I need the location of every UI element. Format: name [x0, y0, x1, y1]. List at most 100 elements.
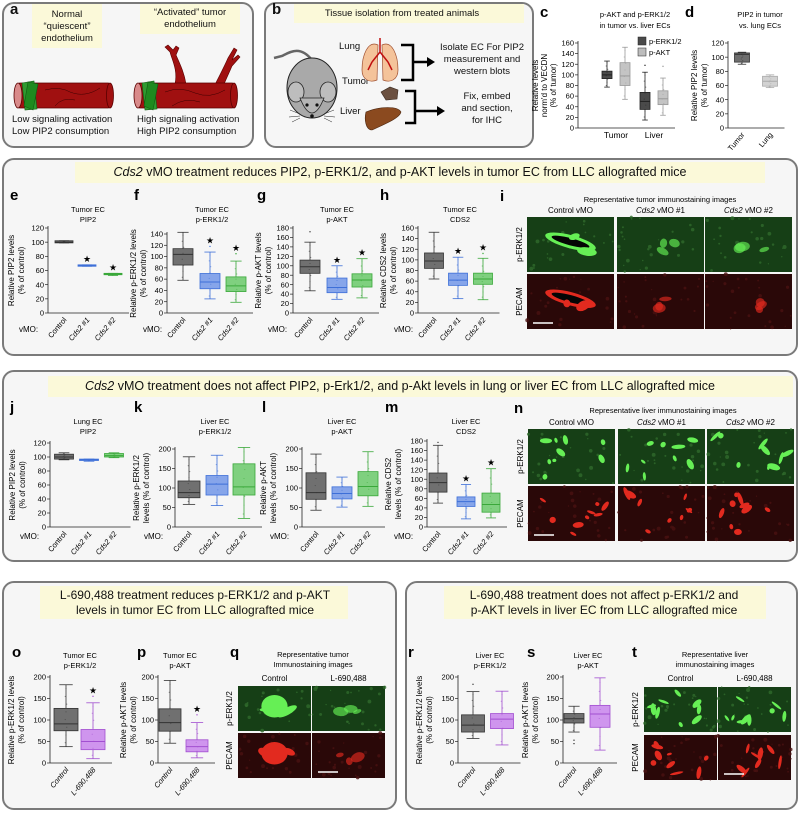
background-speckle	[660, 704, 664, 708]
background-speckle	[691, 697, 694, 699]
box-l-690-488: ★	[80, 685, 106, 760]
micrograph-background	[617, 274, 704, 329]
background-speckle	[647, 715, 652, 720]
iqr-box	[639, 92, 651, 110]
data-point	[93, 740, 95, 742]
image-panel-title: Representative tumor	[277, 650, 349, 659]
data-point	[315, 457, 317, 459]
chart-title: in tumor vs. liver ECs	[600, 21, 671, 30]
data-point	[235, 263, 237, 265]
background-speckle	[788, 538, 792, 542]
data-point	[366, 481, 368, 483]
organ-label-tumor: Tumor	[342, 76, 370, 87]
data-point	[599, 681, 601, 683]
chart-title: Tumor EC	[443, 205, 477, 214]
outcome-line: Isolate EC For PIP2	[440, 42, 524, 53]
stained-structure	[258, 747, 271, 758]
data-point	[361, 290, 363, 292]
y-axis-label: (% of tumor)	[549, 63, 558, 107]
stained-structure	[733, 243, 746, 254]
y-axis-label: (% of control)	[17, 696, 26, 744]
stained-structure	[729, 500, 736, 507]
background-speckle	[721, 528, 723, 530]
chart-title: p-ERK1/2	[199, 427, 232, 436]
column-header-text: vMO #1	[655, 206, 686, 215]
y-axis-label: Relative p-ERK1/2	[132, 455, 141, 521]
y-tick-label: 80	[716, 67, 724, 76]
data-point	[465, 499, 467, 501]
background-speckle	[771, 243, 775, 246]
y-axis-label: (% of control)	[531, 696, 540, 744]
stained-structure	[666, 752, 672, 756]
background-speckle	[707, 486, 710, 489]
background-speckle	[559, 436, 563, 439]
background-speckle	[705, 285, 709, 288]
iqr-box	[232, 463, 256, 496]
outlier-point	[573, 739, 575, 741]
background-speckle	[576, 468, 580, 473]
y-tick-label: 100	[561, 70, 574, 79]
background-speckle	[713, 461, 717, 466]
data-point	[195, 741, 197, 743]
iqr-box	[481, 492, 501, 513]
background-speckle	[627, 428, 631, 432]
y-tick-label: 200	[546, 673, 559, 682]
y-tick-label: 20	[281, 299, 289, 308]
stained-structure	[336, 752, 344, 758]
stained-structure	[766, 744, 775, 755]
data-point	[208, 260, 210, 262]
legend-label: p-AKT	[649, 48, 671, 57]
background-speckle	[328, 761, 331, 764]
data-point	[740, 62, 742, 64]
stained-structure	[696, 704, 702, 715]
background-speckle	[305, 741, 309, 746]
organ-label-lung: Lung	[339, 41, 361, 52]
background-speckle	[592, 492, 595, 495]
background-speckle	[685, 535, 689, 539]
y-tick-label: 120	[401, 245, 414, 254]
data-point	[340, 482, 342, 484]
y-tick-label: 0	[410, 309, 414, 318]
background-speckle	[300, 697, 303, 700]
stained-structure	[782, 710, 787, 722]
box-l-690-488	[490, 690, 514, 746]
data-point	[64, 454, 66, 456]
stained-structure	[587, 510, 596, 515]
panel-letter: e	[10, 187, 18, 204]
y-tick-label: 0	[419, 523, 423, 532]
data-point	[181, 240, 183, 242]
data-point	[625, 82, 627, 84]
data-point	[770, 83, 772, 85]
y-tick-label: 80	[406, 266, 414, 275]
y-tick-label: 60	[566, 92, 574, 101]
stained-structure	[655, 706, 661, 719]
background-speckle	[743, 703, 745, 705]
background-speckle	[332, 765, 337, 770]
box-control	[299, 231, 321, 292]
data-point	[490, 471, 492, 473]
background-speckle	[539, 299, 542, 302]
gene-name: Cds2	[113, 165, 143, 179]
data-point	[182, 252, 184, 254]
data-point	[169, 683, 171, 685]
data-point	[63, 241, 65, 243]
background-speckle	[645, 707, 648, 710]
background-speckle	[569, 491, 574, 496]
background-speckle	[348, 722, 350, 725]
outcome-ec-isolation: Isolate EC For PIP2 measurement and west…	[440, 42, 524, 78]
background-speckle	[644, 443, 648, 447]
y-tick-label: 160	[401, 224, 414, 233]
data-point	[607, 68, 609, 70]
background-speckle	[769, 501, 772, 504]
y-axis-label: (% of control)	[264, 246, 273, 294]
background-speckle	[748, 530, 750, 532]
background-speckle	[787, 770, 789, 773]
outcome-line: western blots	[454, 66, 510, 77]
data-point	[433, 252, 435, 254]
data-point	[366, 461, 368, 463]
data-point	[66, 726, 68, 728]
background-speckle	[288, 770, 292, 774]
